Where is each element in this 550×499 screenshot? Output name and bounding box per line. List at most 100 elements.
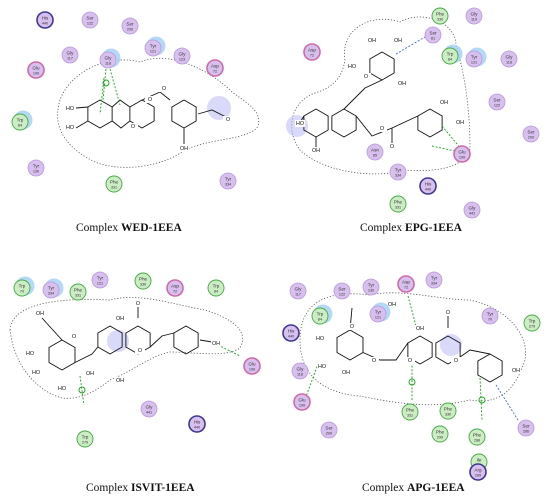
atom-mask — [31, 369, 41, 376]
atom-label-oh: OH — [440, 100, 448, 106]
ring-gallate — [417, 108, 443, 138]
residue-bubble — [188, 415, 206, 433]
residue-name: Tyr — [395, 168, 402, 173]
atom-mask — [387, 301, 397, 308]
residue-number: 70 — [20, 290, 24, 294]
residue-bubble — [173, 47, 191, 65]
residue-name: Asp — [171, 284, 179, 289]
residue-number: 199 — [249, 368, 255, 372]
residue-number: 123 — [179, 58, 185, 62]
atom-label-ho: HO — [348, 64, 356, 70]
residue-name: Glu — [458, 150, 466, 155]
ring-a — [97, 325, 123, 355]
residue-name: Ser — [522, 424, 530, 429]
atom-mask — [387, 143, 397, 150]
residue-bubble — [441, 47, 459, 65]
methoxy-bond — [197, 109, 229, 119]
sugar-ring — [48, 339, 76, 371]
residue-bubble — [293, 393, 311, 411]
atom-label-ho: HO — [318, 364, 326, 370]
atom-label-oh: OH — [368, 38, 376, 44]
residue-bubble — [397, 275, 415, 293]
atom-mask — [455, 119, 465, 126]
residue-number: 331 — [75, 294, 81, 298]
atom-label-o: O — [350, 324, 354, 330]
residue-name: Gly — [146, 405, 154, 410]
ring-c — [331, 108, 357, 138]
atom-mask — [115, 377, 125, 384]
atom-label-oh: OH — [456, 120, 464, 126]
hbond-ser286 — [495, 384, 519, 421]
ring-b — [477, 353, 503, 383]
hbond-marker — [78, 386, 86, 394]
atom-mask — [377, 125, 387, 132]
hbond-ser81 — [395, 33, 431, 55]
pi-stack — [99, 77, 105, 115]
residue-number: 121 — [375, 316, 381, 320]
residue-bubble — [453, 145, 471, 163]
atom-label-oh: OH — [342, 370, 350, 376]
sugar-ring — [336, 329, 364, 361]
caption-apg: Complex APG-1EEA — [362, 482, 465, 494]
atom-label-oh: OH — [394, 38, 402, 44]
linker-bond — [343, 79, 383, 110]
atom-mask — [315, 335, 325, 342]
residue-bubble — [11, 113, 29, 131]
residue-number: 72 — [404, 286, 408, 290]
residue-bubble — [291, 362, 309, 380]
atom-label-oh: OH — [212, 341, 220, 347]
residue-number: 286 — [523, 430, 529, 434]
residue-name: Tyr — [431, 276, 438, 281]
atom-mask — [415, 325, 425, 332]
atom-mask — [397, 80, 407, 87]
residue-name: Ser — [325, 426, 333, 431]
atom-mask — [25, 350, 35, 357]
residue-number: 279 — [82, 441, 88, 445]
residue-bubble — [431, 425, 449, 443]
residue-bubble — [419, 177, 437, 195]
residue-number: 334 — [431, 282, 437, 286]
atom-mask — [439, 99, 449, 106]
residue-number: 117 — [67, 57, 73, 61]
oh-bond — [75, 106, 88, 109]
residue-bubble — [468, 428, 486, 446]
residue-name: Gly — [105, 56, 113, 61]
ring-b — [369, 51, 395, 81]
furan-bond — [111, 120, 131, 129]
pi-stack-phe288 — [479, 377, 483, 421]
residue-name: Tyr — [97, 276, 104, 281]
residue-number: 334 — [225, 183, 231, 187]
atom-mask — [179, 145, 189, 152]
residue-name: Trp — [317, 312, 324, 317]
residue-bubble — [424, 26, 442, 44]
atom-label-o: O — [136, 301, 140, 307]
atom-label-ho: HO — [296, 121, 304, 127]
residue-number: 122 — [87, 22, 93, 26]
residue-number: 331 — [111, 186, 117, 190]
caption-epg: Complex EPG-1EEA — [360, 222, 462, 234]
glycosidic-bond — [362, 342, 409, 361]
atom-mask — [393, 37, 403, 44]
atom-label-ho: HO — [32, 370, 40, 376]
residue-name: Trp — [529, 319, 536, 324]
residue-number: 330 — [445, 413, 451, 417]
residue-bubble — [303, 43, 321, 61]
residue-name: Ser — [493, 98, 501, 103]
residue-name: Trp — [82, 435, 89, 440]
atom-mask — [159, 85, 169, 92]
atom-mask — [451, 357, 461, 364]
binding-pocket-isvit — [9, 297, 243, 399]
residue-name: Phe — [436, 12, 445, 17]
